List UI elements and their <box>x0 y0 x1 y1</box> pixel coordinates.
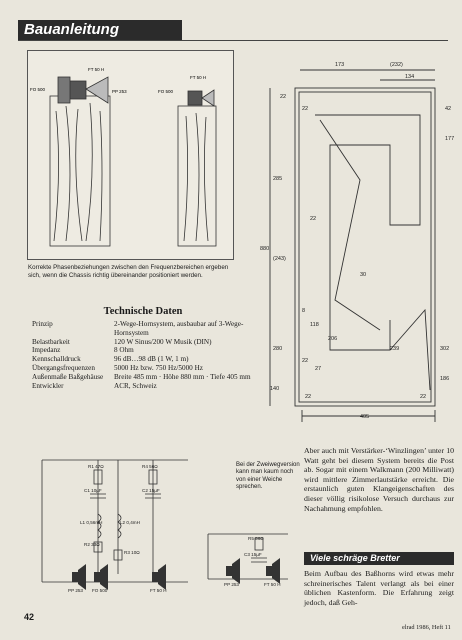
drawing-svg: 173 (232)134 22 22 177 42 285 880 (243) 22 8 118 206… <box>260 62 454 422</box>
component-label: R2 33Ω <box>84 542 100 547</box>
phase-figure: FT 50 H FO 500 PP 253 FT 50 H FO 500 <box>27 50 234 260</box>
driver-label: FO 500 <box>92 588 108 593</box>
row-label: Kennschalldruck <box>32 355 81 364</box>
row-label: Übergangsfrequenzen <box>32 363 95 372</box>
tech-title: Technische Daten <box>103 306 183 317</box>
row-label: Impedanz <box>32 346 61 355</box>
circuit-note: Bei der Zweiwegversion kann man kaum noc… <box>236 462 300 491</box>
tech-table: Prinzip 2-Wege-Hornsystem, ausbaubar auf … <box>32 320 254 390</box>
component-label: L2 0,4mH <box>120 520 140 525</box>
dimension-label: 27 <box>315 366 321 372</box>
dimension-label: 239 <box>390 346 399 352</box>
dimension-label: 186 <box>440 376 449 382</box>
dimension-label: (232) <box>390 62 403 68</box>
row-value: 2-Wege-Hornsystem, ausbaubar auf 3-Wege-… <box>114 320 244 337</box>
component-label: L1 0,56mH <box>80 520 102 525</box>
fo-label-right: FO 500 <box>158 89 174 94</box>
table-row: Kennschalldruck 96 dB…98 dB (1 W, 1 m) <box>32 355 254 364</box>
dimension-label: 22 <box>302 358 308 364</box>
section-banner: Bauanleitung <box>18 20 182 40</box>
dimension-label: 42 <box>445 106 451 112</box>
page-number: 42 <box>24 612 35 622</box>
dimension-label: 22 <box>305 394 311 400</box>
article-para2: Beim Aufbau des Baßhorns wird etwas mehr… <box>304 569 454 607</box>
row-label: Prinzip <box>32 320 53 328</box>
dimension-label: 134 <box>405 74 414 80</box>
subheading-text: Viele schräge Bretter <box>310 553 400 563</box>
fo-label-left: FO 500 <box>30 87 46 92</box>
dimension-label: 140 <box>270 386 279 392</box>
dimension-label: 280 <box>273 346 282 352</box>
section-title: Bauanleitung <box>24 21 120 38</box>
row-value: Breite 485 mm · Höhe 880 mm · Tiefe 405 … <box>114 372 251 381</box>
dimension-label: 302 <box>440 346 449 352</box>
dimension-label: 22 <box>310 216 316 222</box>
phase-caption: Korrekte Phasenbeziehungen zwischen den … <box>28 264 229 279</box>
row-label: Entwickler <box>32 381 64 390</box>
dimension-label: 118 <box>310 322 319 328</box>
dimension-label: 206 <box>328 336 337 342</box>
dimension-label: 8 <box>302 308 305 314</box>
component-label: R3 10Ω <box>124 550 140 555</box>
row-value: 120 W Sinus/200 W Musik (DIN) <box>114 337 212 346</box>
row-value: ACR, Schweiz <box>114 381 157 390</box>
dimension-label: 173 <box>335 62 344 68</box>
construction-drawing: 173 (232)134 22 22 177 42 285 880 (243) 22 8 118 206… <box>240 50 454 422</box>
dimension-label: 30 <box>360 272 366 278</box>
tech-data: Technische Daten Prinzip 2-Wege-Hornsyste… <box>32 306 254 390</box>
dimension-label: 285 <box>273 176 282 182</box>
driver-label: PP 253 <box>68 588 83 593</box>
component-label: C3 15µF <box>244 552 262 557</box>
crossover-circuit: R1 47Ω C1 10µF L1 0,56mH L2 0,4mH R2 33Ω R3 1… <box>28 454 298 594</box>
table-row: Entwickler ACR, Schweiz <box>32 382 254 391</box>
table-row: Impedanz 8 Ohm <box>32 346 254 355</box>
article-para1: Aber auch mit Verstärker-‘Winzlingen’ un… <box>304 446 454 513</box>
dimension-label: 405 <box>360 414 369 420</box>
row-value: 8 Ohm <box>114 346 134 355</box>
circuit-svg: R1 47Ω C1 10µF L1 0,56mH L2 0,4mH R2 33Ω R3 1… <box>41 459 288 593</box>
issue-footer: elrad 1986, Heft 11 <box>402 624 451 631</box>
dimension-label: 22 <box>420 394 426 400</box>
driver-label: FT 50 H <box>150 588 167 593</box>
component-label: R4 56Ω <box>142 464 158 469</box>
table-row: Außenmaße Baßgehäuse Breite 485 mm · Höhe… <box>32 373 254 382</box>
pp-label-left: PP 253 <box>112 89 127 94</box>
table-row: Übergangsfrequenzen 5000 Hz bzw. 750 Hz/5… <box>32 364 254 373</box>
dimension-label: (243) <box>273 256 286 262</box>
component-label: R1 47Ω <box>88 464 104 469</box>
table-row: Prinzip 2-Wege-Hornsystem, ausbaubar auf … <box>32 320 254 338</box>
component-label: R5 56Ω <box>248 536 264 541</box>
dimension-label: 880 <box>260 246 269 252</box>
top-rule <box>18 40 448 41</box>
row-value: 5000 Hz bzw. 750 Hz/5000 Hz <box>114 363 203 372</box>
component-label: C1 10µF <box>84 488 102 493</box>
subheading: Viele schräge Bretter <box>304 552 454 565</box>
row-label: Außenmaße Baßgehäuse <box>32 372 104 381</box>
phase-figure-drawing: FT 50 H FO 500 PP 253 FT 50 H FO 500 <box>30 67 217 247</box>
dimension-label: 177 <box>445 136 454 142</box>
component-label: C2 15µF <box>142 488 160 493</box>
row-label: Belastbarkeit <box>32 337 70 346</box>
driver-label: PP 253 <box>224 582 239 587</box>
ft-label-right: FT 50 H <box>190 75 206 80</box>
dimension-label: 22 <box>302 106 308 112</box>
table-row: Belastbarkeit 120 W Sinus/200 W Musik (DI… <box>32 338 254 347</box>
dimension-label: 22 <box>280 94 286 100</box>
ft-label-left: FT 50 H <box>88 67 104 72</box>
driver-label: FT 50 H <box>264 582 281 587</box>
row-value: 96 dB…98 dB (1 W, 1 m) <box>114 355 189 364</box>
